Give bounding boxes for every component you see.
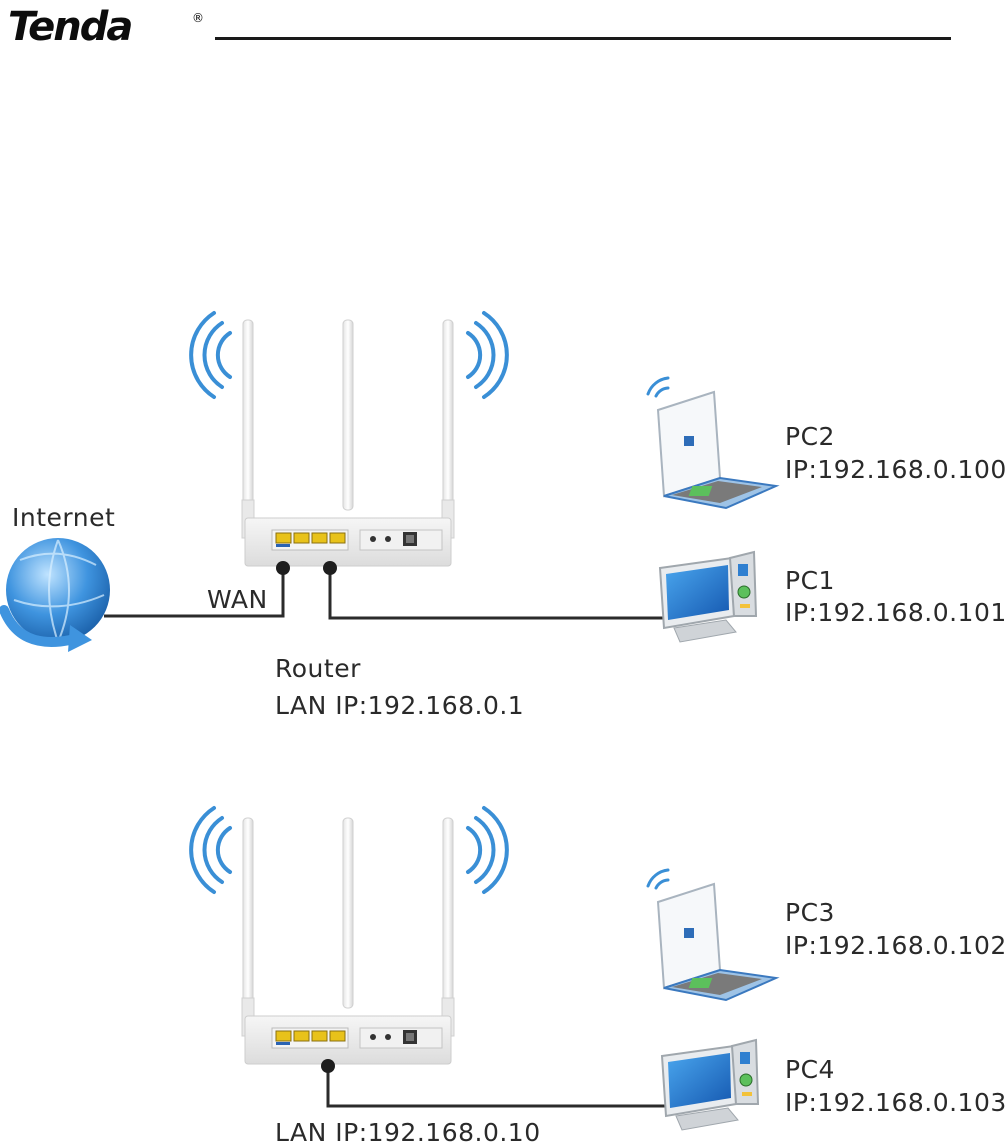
- pc4-desktop-icon: [662, 1040, 758, 1130]
- wifi-waves-right-2: [468, 808, 507, 892]
- lan-port-dot-1: [323, 561, 337, 575]
- pc3-laptop-icon: [648, 870, 776, 1000]
- internet-globe-icon: [4, 538, 110, 652]
- router-label: Router: [275, 656, 361, 681]
- router-1: [242, 320, 454, 566]
- pc4-ip: IP:192.168.0.103: [785, 1090, 1007, 1115]
- wan-label: WAN: [207, 587, 268, 612]
- wifi-waves-left-2: [191, 808, 230, 892]
- lan-port-dot-2: [321, 1059, 335, 1073]
- pc1-ip: IP:192.168.0.101: [785, 600, 1007, 625]
- topology-1: [4, 313, 776, 652]
- router-1-ip: LAN IP:192.168.0.1: [275, 693, 524, 718]
- router-2: [242, 818, 454, 1064]
- pc2-ip: IP:192.168.0.100: [785, 457, 1007, 482]
- internet-label: Internet: [12, 505, 115, 530]
- pc3-name: PC3: [785, 900, 835, 925]
- pc1-desktop-icon: [660, 552, 756, 642]
- pc2-laptop-icon: [648, 378, 776, 508]
- pc1-name: PC1: [785, 568, 835, 593]
- pc2-name: PC2: [785, 424, 835, 449]
- pc4-name: PC4: [785, 1057, 835, 1082]
- wifi-waves-left-1: [191, 313, 230, 397]
- pc3-ip: IP:192.168.0.102: [785, 933, 1007, 958]
- lan-cable-pc1: [330, 570, 682, 618]
- wan-port-dot: [276, 561, 290, 575]
- wifi-waves-right-1: [468, 313, 507, 397]
- router-2-ip: LAN IP:192.168.0.10: [275, 1120, 541, 1145]
- lan-cable-pc4: [328, 1068, 684, 1106]
- topology-2: [191, 808, 776, 1130]
